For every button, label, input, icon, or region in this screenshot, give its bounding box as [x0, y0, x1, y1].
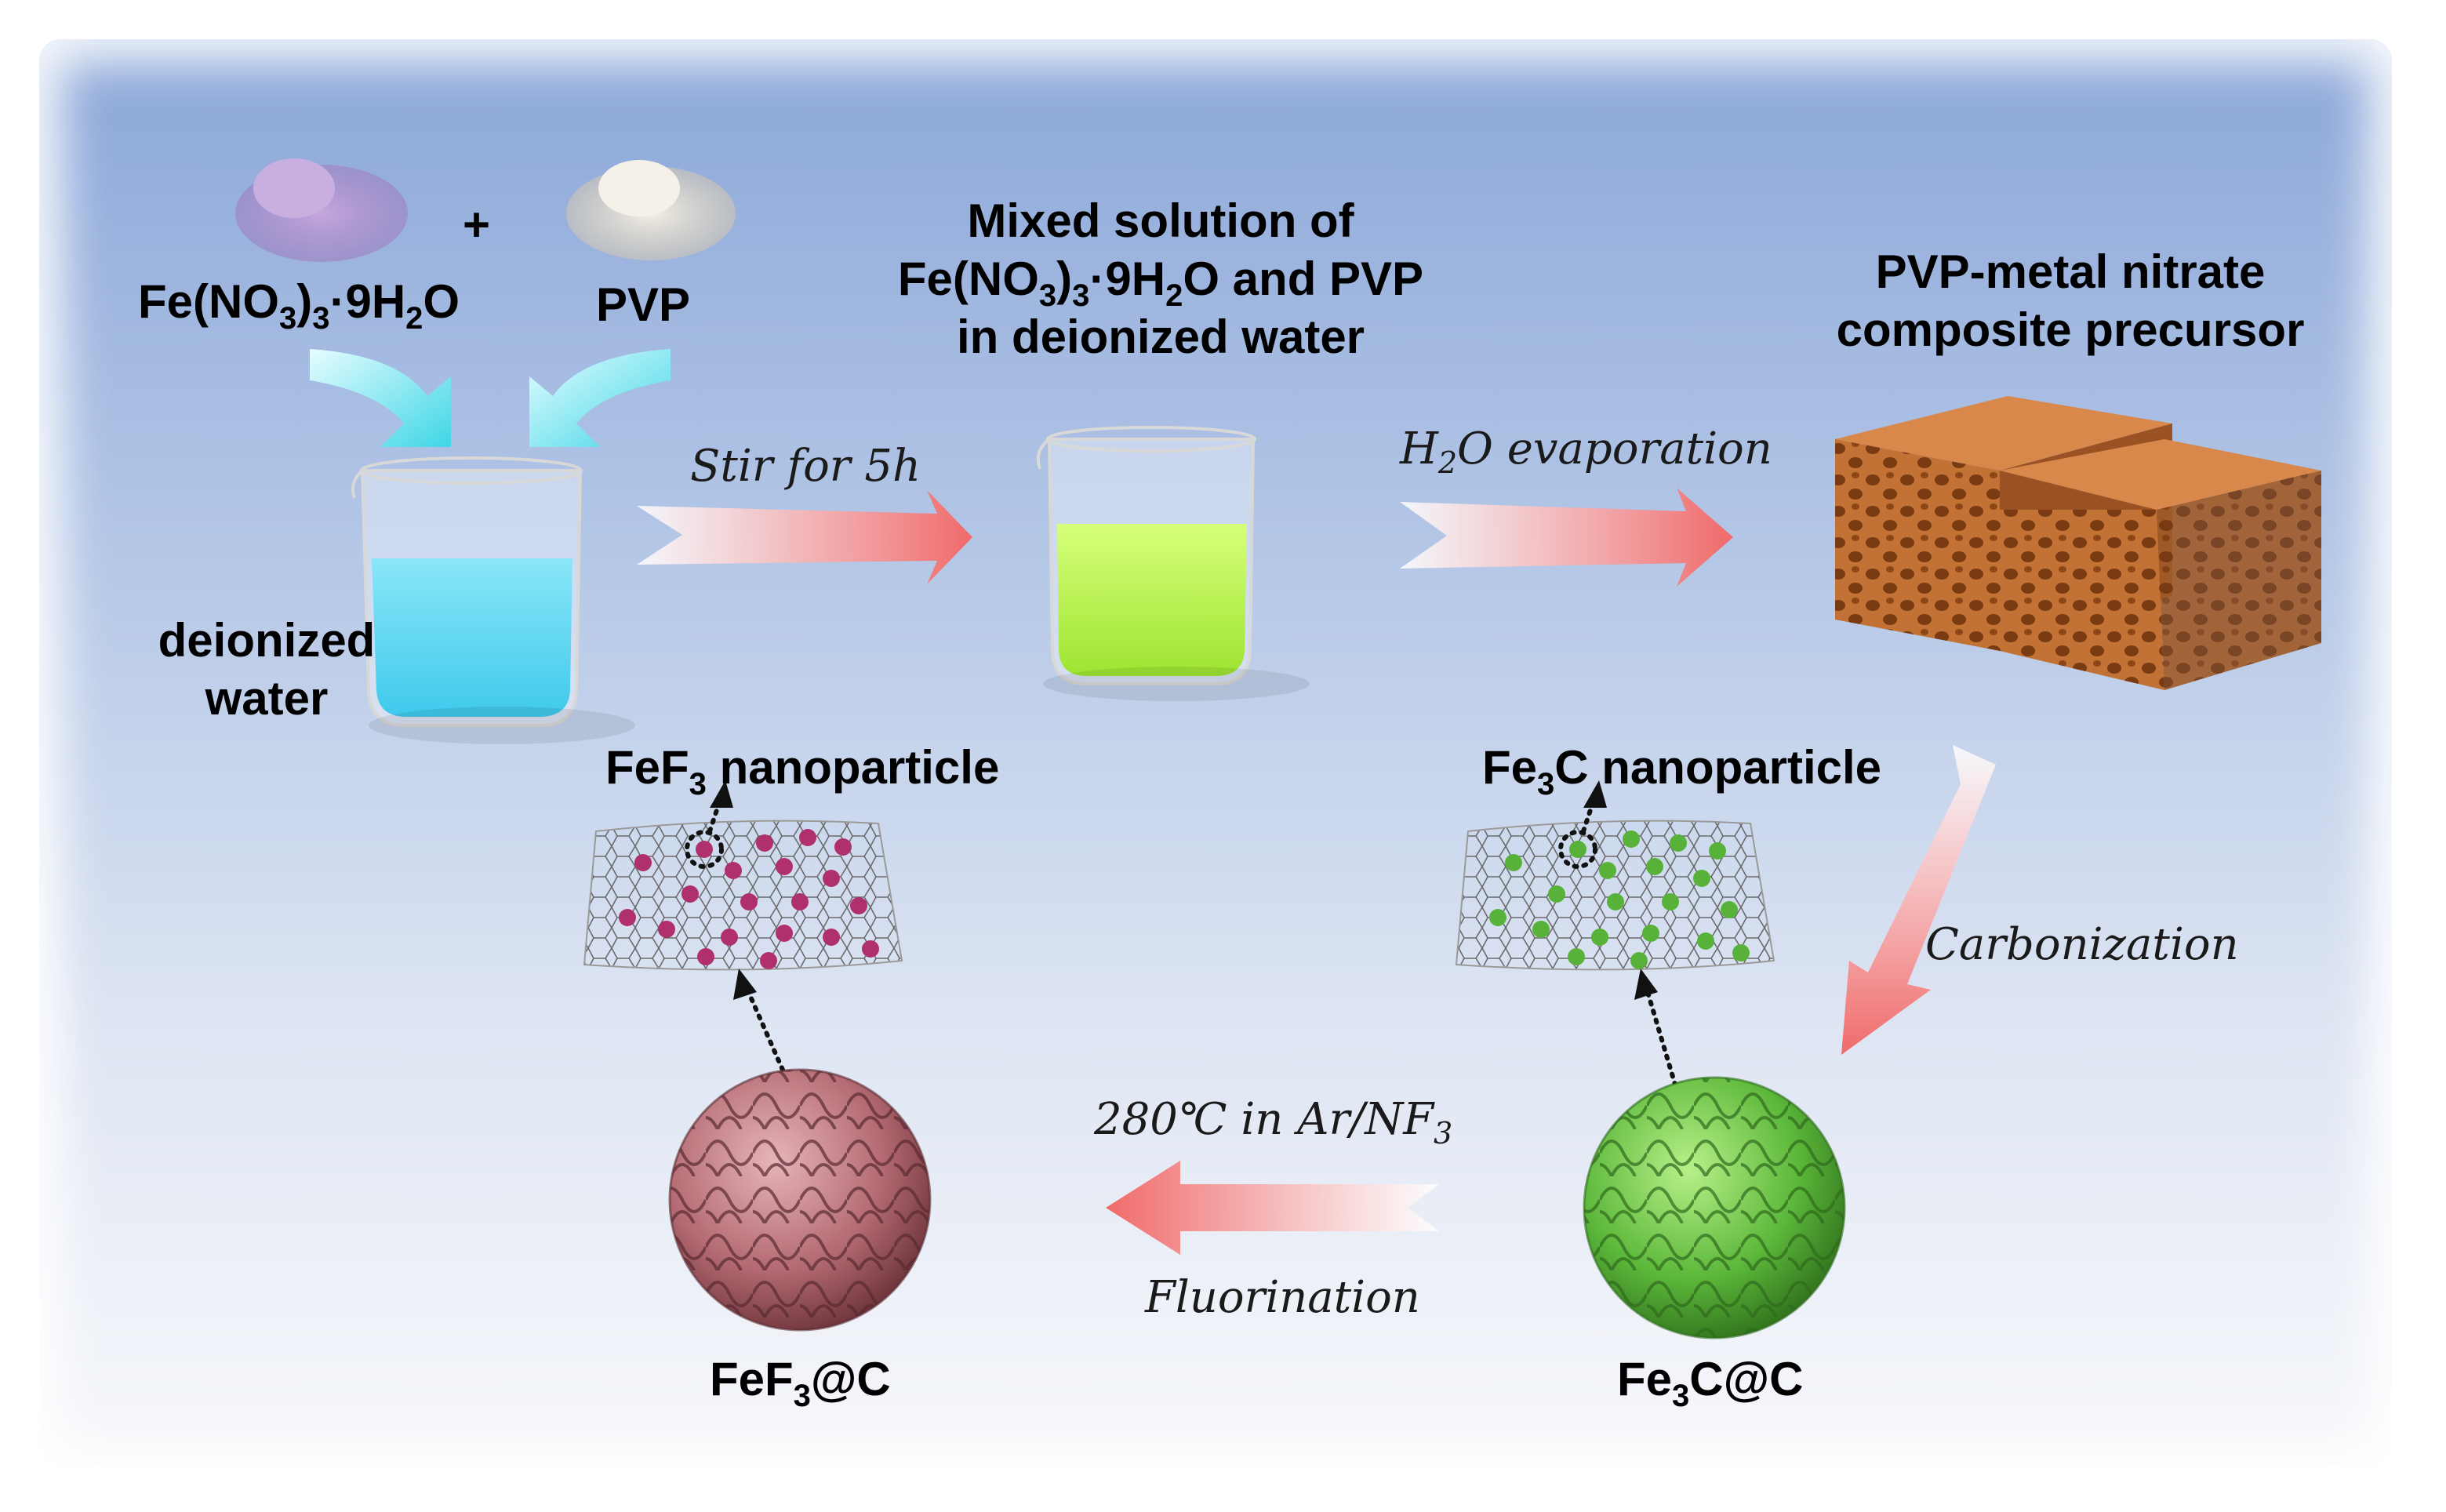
fef3-particle-dot	[634, 854, 652, 871]
fe-nitrate-powder-icon	[235, 158, 408, 262]
fef3-particle-dot	[756, 834, 773, 852]
fe3c-c-label: Fe3C@C	[1617, 1353, 1804, 1413]
fef3-particle-dot	[696, 841, 713, 858]
fe3c-particle-dot	[1642, 925, 1659, 942]
fef3-particle-dot	[658, 921, 675, 938]
pvp-powder-icon	[566, 160, 736, 260]
fef3-particle-dot	[850, 897, 867, 914]
fe3c-particle-dot	[1591, 929, 1608, 946]
fe3c-particle-dot	[1709, 842, 1726, 860]
fe3c-zoom-arrowhead-icon	[1583, 780, 1607, 808]
fe3c-particle-dot	[1732, 944, 1750, 961]
plus-sign: +	[463, 198, 491, 251]
evaporation-step-label: H2O evaporation	[1400, 423, 1772, 480]
fef3-particle-dot	[725, 862, 742, 879]
fluorination-arrow-icon	[1106, 1161, 1439, 1255]
fef3-c-sphere-icon	[668, 1068, 932, 1332]
fe3c-pointer-arrowhead-icon	[1634, 969, 1658, 1000]
fef3-particle-dot	[740, 893, 758, 910]
fe3c-particle-dot	[1532, 921, 1550, 938]
fe3c-particle-dot	[1568, 948, 1585, 965]
fef3-c-label: FeF3@C	[710, 1353, 891, 1413]
fe3c-particle-dot	[1662, 893, 1679, 910]
fe3c-particle-dot	[1630, 952, 1648, 969]
fef3-particle-dot	[760, 952, 777, 969]
fef3-particle-dot	[776, 925, 793, 942]
fe3c-particle-dot	[1599, 862, 1616, 879]
fef3-particle-dot	[721, 929, 738, 946]
cyan-arrow-right-icon	[529, 349, 671, 447]
fe3c-particle-dot	[1646, 858, 1663, 875]
fef3-zoom-arrowhead-icon	[710, 780, 733, 808]
fluorination-step-label: Fluorination	[1145, 1272, 1420, 1323]
fe3c-particle-dot	[1623, 831, 1640, 848]
fe3c-particle-dot	[1548, 885, 1565, 903]
fe3c-particle-dot	[1607, 893, 1624, 910]
mixed-solution-beaker-icon	[1036, 426, 1310, 701]
precursor-block-icon	[1835, 396, 2321, 690]
fef3-particle-dot	[776, 858, 793, 875]
fe3c-particle-dot	[1489, 909, 1506, 926]
fe3c-particle-dot	[1505, 854, 1522, 871]
fef3-nanoparticle-label: FeF3 nanoparticle	[605, 741, 1000, 801]
fe3c-particle-dot	[1693, 870, 1710, 887]
evaporation-arrow-icon	[1400, 488, 1733, 587]
fef3-particle-dot	[834, 838, 852, 856]
carbonization-step-label: Carbonization	[1925, 919, 2239, 970]
fef3-particle-dot	[619, 909, 636, 926]
fe3c-particle-dot	[1721, 901, 1738, 918]
water-beaker-icon	[351, 456, 635, 744]
fef3-graphene-sheet-icon	[583, 820, 903, 971]
fef3-particle-dot	[799, 829, 816, 846]
fef3-particle-dot	[681, 885, 699, 903]
temperature-step-label: 280℃ in Ar/NF3	[1094, 1094, 1453, 1150]
fe3c-particle-dot	[1697, 932, 1714, 950]
fef3-pointer-arrowhead-icon	[733, 969, 757, 1000]
mixed-solution-label: Mixed solution of Fe(NO3)3·9H2O and PVP …	[897, 194, 1424, 363]
stir-arrow-icon	[637, 490, 972, 584]
fe3c-particle-dot	[1670, 834, 1687, 852]
stir-step-label: Stir for 5h	[690, 441, 921, 492]
fef3-particle-dot	[862, 940, 879, 958]
fef3-particle-dot	[697, 948, 714, 965]
cyan-arrow-left-icon	[310, 349, 451, 447]
fe3c-c-sphere-icon	[1583, 1076, 1846, 1339]
fe3c-particle-dot	[1569, 841, 1586, 858]
fe-nitrate-label: Fe(NO3)3·9H2O	[138, 275, 460, 336]
fe3c-nanoparticle-label: Fe3C nanoparticle	[1482, 741, 1882, 801]
fe3c-graphene-sheet-icon	[1455, 820, 1775, 971]
pvp-label: PVP	[596, 278, 691, 331]
fef3-particle-dot	[791, 893, 809, 910]
carbonization-arrow-icon	[1841, 745, 1996, 1055]
fef3-particle-dot	[823, 929, 840, 946]
fef3-particle-dot	[823, 870, 840, 887]
